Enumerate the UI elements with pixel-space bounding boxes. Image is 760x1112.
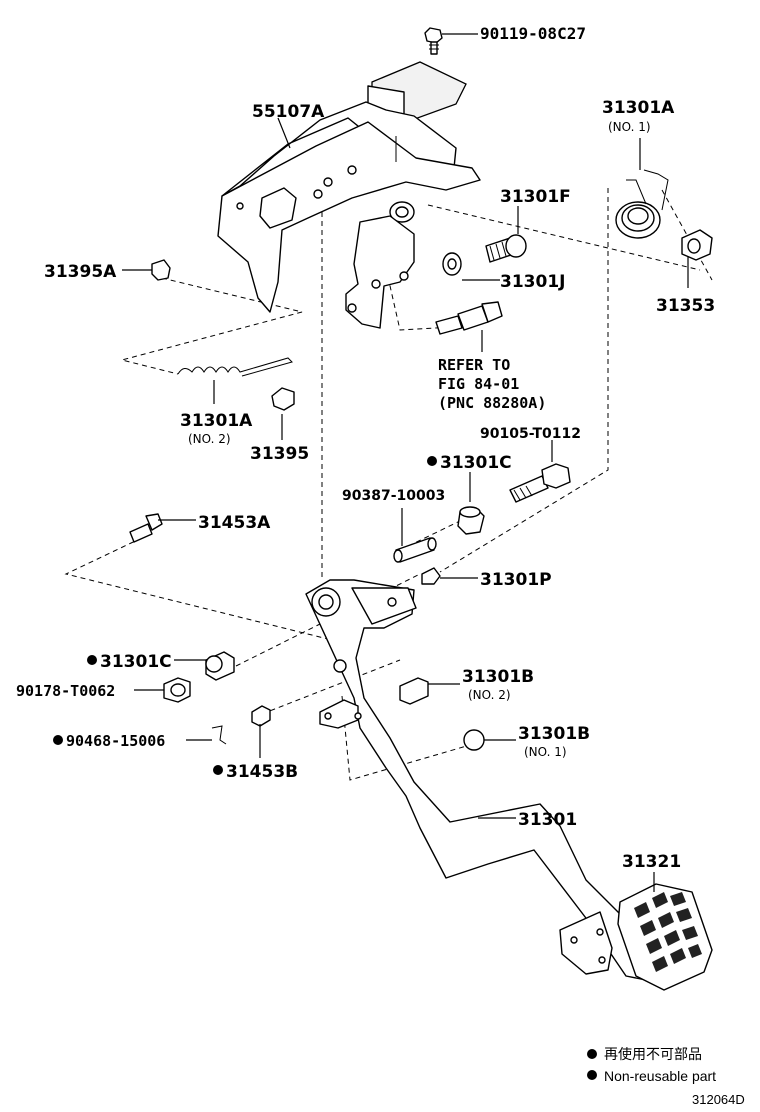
- stopper-31301b-no2: 31301B (NO. 2): [399, 667, 534, 705]
- legend-bullet-cn: [587, 1049, 597, 1059]
- non-reusable-mark: [87, 655, 97, 665]
- legend-bullet-en: [587, 1070, 597, 1080]
- bolt-90105-t0112: 90105-T0112: [480, 426, 581, 503]
- label-pin-f: 31301F: [500, 187, 571, 207]
- label-bolt-90105: 90105-T0112: [480, 426, 581, 442]
- pedal-bracket-55107a: 55107A: [217, 61, 481, 329]
- return-spring-no1: 31301A (NO. 1): [602, 98, 675, 239]
- label-bracket: 55107A: [252, 102, 325, 122]
- bolt-31453a: 31453A: [129, 513, 271, 543]
- clip-31353: 31353: [656, 229, 715, 316]
- label-collar: 90387-10003: [342, 488, 445, 504]
- label-bushing-j: 31301J: [500, 272, 565, 292]
- collar-90387: 90387-10003: [342, 488, 445, 563]
- return-spring-no2: 31301A (NO. 2): [177, 357, 293, 446]
- clip-31395: 31395: [250, 387, 309, 464]
- bushing-31301c-top: 31301C: [427, 453, 512, 535]
- label-bolt-31453a: 31453A: [198, 513, 271, 533]
- legend: 再使用不可部品 Non-reusable part: [587, 1046, 716, 1084]
- non-reusable-mark: [53, 735, 63, 745]
- label-pin-90468: 90468-15006: [66, 732, 165, 750]
- label-stopper-no1-sub: (NO. 1): [524, 745, 567, 759]
- label-stopper-no2: 31301B: [462, 667, 534, 687]
- bolt-90119-08c27: 90119-08C27: [424, 24, 586, 55]
- label-clip-31301p: 31301P: [480, 570, 552, 590]
- label-clip-31395: 31395: [250, 444, 309, 464]
- label-refer-line3: (PNC 88280A): [438, 394, 546, 412]
- legend-cn: 再使用不可部品: [604, 1046, 702, 1062]
- label-bushing-c-top: 31301C: [440, 453, 512, 473]
- label-pedal-arm: 31301: [518, 810, 577, 830]
- non-reusable-mark: [213, 765, 223, 775]
- label-bolt-top: 90119-08C27: [480, 24, 586, 43]
- label-spring-no1-sub: (NO. 1): [608, 120, 651, 134]
- nut-90178: 90178-T0062: [16, 677, 191, 703]
- stopper-31301b-no1: 31301B (NO. 1): [463, 724, 590, 759]
- label-spring-no2-sub: (NO. 2): [188, 432, 231, 446]
- label-spring-no2: 31301A: [180, 411, 253, 431]
- label-refer-line2: FIG 84-01: [438, 375, 519, 393]
- figure-code: 312064D: [692, 1092, 745, 1107]
- cushion-31395a: 31395A: [44, 259, 171, 282]
- label-clip-31353: 31353: [656, 296, 715, 316]
- bushing-31301c-left: 31301C: [87, 651, 235, 681]
- stop-lamp-switch: REFER TO FIG 84-01 (PNC 88280A): [435, 301, 546, 412]
- label-stopper-no2-sub: (NO. 2): [468, 688, 511, 702]
- clip-31301p: 31301P: [421, 567, 552, 590]
- legend-en: Non-reusable part: [604, 1068, 716, 1084]
- label-stopper-no1: 31301B: [518, 724, 590, 744]
- label-pad: 31321: [622, 852, 681, 872]
- pedal-arm-31301: 31301: [305, 579, 657, 981]
- pin-90468: 90468-15006: [53, 725, 227, 750]
- bushing-31301j: 31301J: [442, 252, 565, 292]
- label-nut: 90178-T0062: [16, 682, 115, 700]
- label-refer-line1: REFER TO: [438, 356, 510, 374]
- non-reusable-mark: [427, 456, 437, 466]
- label-bushing-31453b: 31453B: [226, 762, 298, 782]
- bushing-31453b: 31453B: [213, 705, 298, 782]
- pad-tread-pattern: [634, 892, 702, 972]
- label-spring-no1: 31301A: [602, 98, 675, 118]
- pin-31301f: 31301F: [485, 187, 571, 263]
- pedal-pad-31321: 31321: [617, 852, 713, 991]
- label-cushion-31395a: 31395A: [44, 262, 117, 282]
- label-bushing-c-left: 31301C: [100, 652, 172, 672]
